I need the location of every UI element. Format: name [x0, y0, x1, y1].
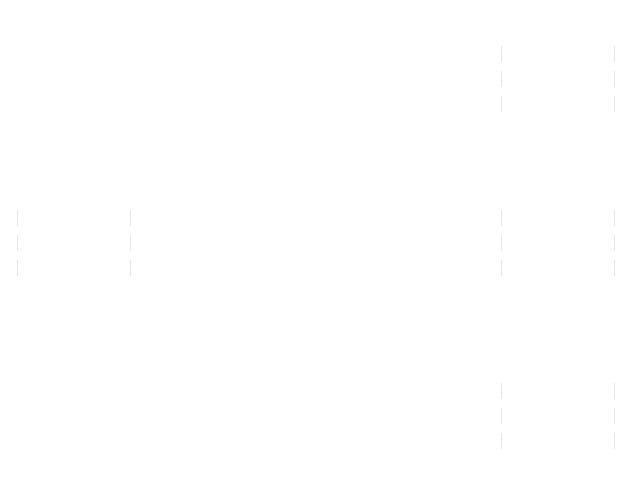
- edge-segment: [614, 383, 615, 399]
- edge-segment: [501, 433, 502, 449]
- edge-segment: [501, 210, 502, 226]
- diagram-node-mid-right: [501, 210, 615, 276]
- edge-segment: [501, 71, 502, 87]
- edge-segment: [130, 235, 131, 251]
- edge-segment: [614, 433, 615, 449]
- edge-segment: [17, 260, 18, 276]
- edge-segment: [614, 210, 615, 226]
- edge-segment: [501, 383, 502, 399]
- edge-segment: [130, 210, 131, 226]
- edge-segment: [614, 408, 615, 424]
- diagram-node-mid-left: [17, 210, 131, 276]
- diagram-node-bottom-right: [501, 383, 615, 449]
- edge-segment: [17, 235, 18, 251]
- edge-segment: [614, 46, 615, 62]
- edge-segment: [614, 96, 615, 112]
- edge-segment: [614, 71, 615, 87]
- edge-segment: [501, 235, 502, 251]
- edge-segment: [614, 235, 615, 251]
- edge-segment: [130, 260, 131, 276]
- edge-segment: [501, 96, 502, 112]
- edge-segment: [501, 408, 502, 424]
- edge-segment: [17, 210, 18, 226]
- edge-segment: [501, 46, 502, 62]
- edge-segment: [501, 260, 502, 276]
- diagram-node-top-right: [501, 46, 615, 112]
- edge-segment: [614, 260, 615, 276]
